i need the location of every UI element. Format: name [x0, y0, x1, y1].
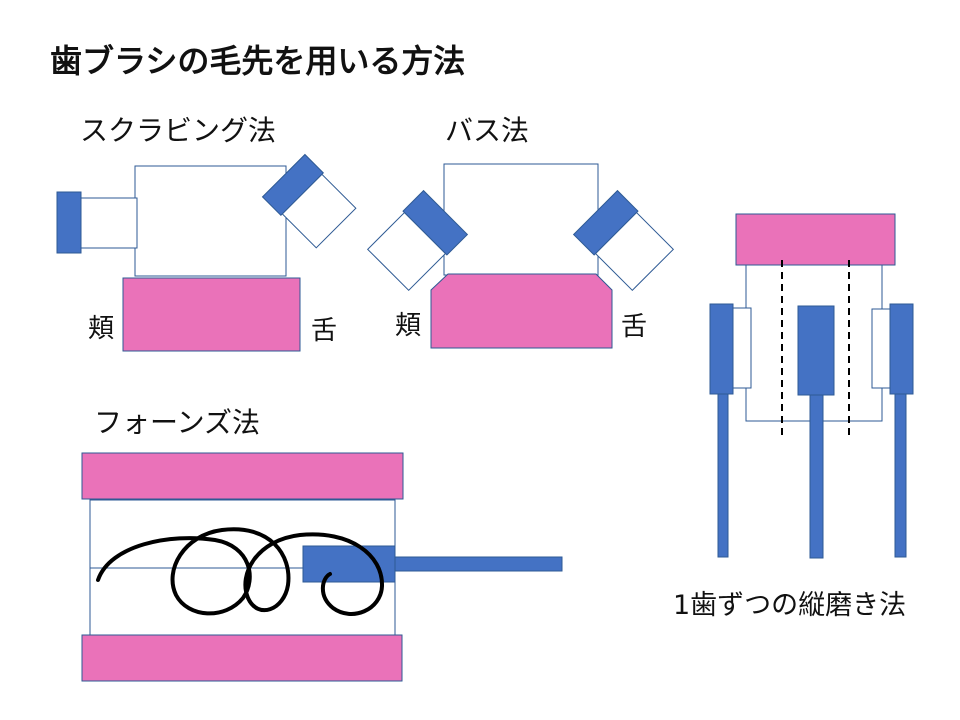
- brush-bristles-left: [80, 197, 138, 249]
- gum: [735, 213, 896, 266]
- circular-motion-path: [96, 527, 385, 616]
- page-title: 歯ブラシの毛先を用いる方法: [50, 42, 466, 80]
- upper-gum: [81, 452, 404, 500]
- brush-head-right: [572, 189, 639, 256]
- center-brush-head: [797, 305, 835, 396]
- right-brush-bristles: [871, 308, 891, 389]
- gum: [430, 273, 613, 349]
- brush-head-right: [261, 153, 325, 217]
- gum: [122, 277, 301, 352]
- brush-handle: [394, 556, 563, 572]
- brush-head-left: [56, 191, 82, 254]
- scrubbing-cheek-label: 頬: [88, 314, 115, 344]
- lower-gum: [81, 634, 403, 682]
- fones-method-illustration: [81, 452, 563, 682]
- right-brush-head: [889, 303, 914, 395]
- bass-method-label: バス法: [445, 114, 530, 147]
- vertical-method-label: 1歯ずつの縦磨き法: [673, 590, 907, 621]
- bass-method-illustration: [366, 163, 675, 349]
- right-brush-handle: [894, 393, 907, 558]
- scrubbing-method-illustration: [56, 153, 357, 352]
- brush-head: [302, 545, 396, 583]
- brush-head-left: [402, 189, 469, 256]
- center-brush-handle: [809, 394, 824, 559]
- vertical-method-illustration: [709, 213, 914, 559]
- scrubbing-tongue-label: 舌: [311, 316, 338, 346]
- left-brush-head: [709, 303, 734, 395]
- bass-cheek-label: 頬: [395, 311, 422, 341]
- tooth: [134, 165, 287, 277]
- fones-method-label: フォーンズ法: [94, 406, 261, 439]
- bass-tongue-label: 舌: [621, 312, 648, 342]
- left-brush-handle: [717, 393, 729, 558]
- tooth: [443, 163, 599, 276]
- scrubbing-method-label: スクラビング法: [80, 114, 277, 147]
- left-brush-bristles: [732, 307, 752, 389]
